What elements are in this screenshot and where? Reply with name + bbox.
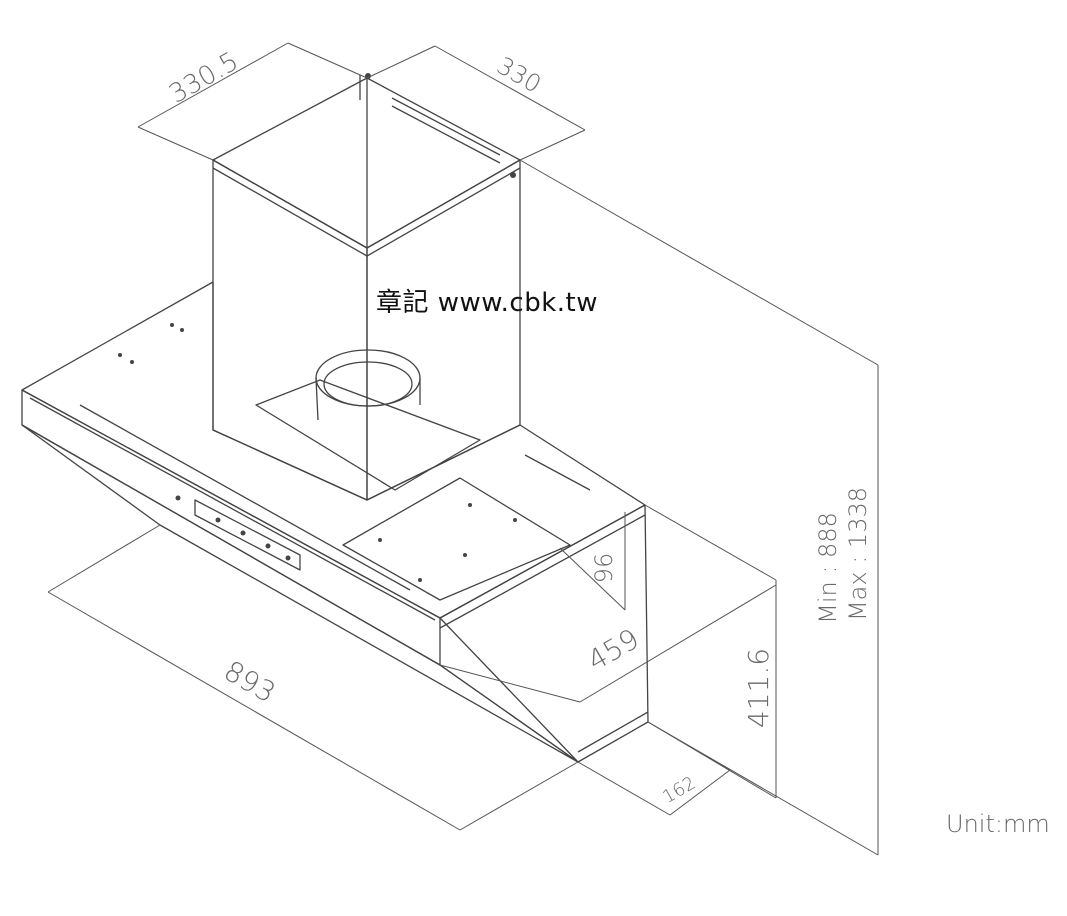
screw [468,503,472,507]
unit-label: Unit:mm [946,810,1050,838]
bottom-trim [577,711,649,753]
dim-ext [459,761,579,831]
dim-ext [559,547,626,611]
filter-panel [342,477,571,601]
screw [418,578,422,582]
dim-label-front-height: 96 [590,553,618,584]
control-button [215,517,221,523]
dim-162-line [669,769,731,816]
front-trim [29,397,436,621]
chimney-right-face [366,159,521,501]
duct-base-plate [255,379,481,491]
screw [170,323,174,327]
dim-label-chimney-width: 330.5 [164,46,243,109]
dim-ext [577,761,671,816]
dim-ext [287,42,368,79]
chimney-top-rim [212,167,368,257]
control-button [265,543,271,549]
dim-ext [47,524,161,593]
dim-ext [647,721,731,771]
dim-label-height-max: Max : 1338 [844,487,872,621]
screw [118,353,122,357]
duct-collar-inner [323,361,413,407]
canopy-underside [21,424,579,763]
control-button [175,495,181,501]
dim-330-5-line [137,42,289,128]
dim-ext [644,504,777,581]
screw [513,518,517,522]
chimney-left-face [212,159,368,501]
side-block-trim [439,514,646,629]
dim-label-chimney-depth: 330 [492,51,546,98]
dim-893-line [47,591,461,831]
dim-ext [519,159,879,366]
control-button [240,530,246,536]
dim-459-line [579,584,777,703]
dim-label-body-height: 411.6 [742,648,775,728]
dim-330-line [434,45,586,131]
bracket-slot [391,105,501,164]
control-panel [194,499,301,571]
hood-details [118,73,517,582]
hood-outline [21,75,649,763]
control-button [285,555,291,561]
dim-label-height-min: Min : 888 [814,512,842,624]
dim-ext [366,45,436,79]
canopy-top [21,281,646,619]
top-groove [524,454,591,491]
dim-ext [519,129,586,161]
dim-ext [439,664,581,703]
screw [463,553,467,557]
screw [130,360,134,364]
chimney-top-rim-2 [366,167,521,257]
underside-edge [439,664,579,763]
front-groove [79,404,411,591]
dim-label-hood-width: 893 [218,654,281,709]
dimension-lines [47,42,879,856]
watermark-text: 章記 www.cbk.tw [376,288,599,318]
dim-label-bottom-depth: 162 [659,773,699,808]
screw [378,538,382,542]
bolt [510,172,516,178]
duct-side [315,377,319,421]
screw [180,328,184,332]
canopy-front [21,389,441,666]
bracket-slot [391,97,501,156]
dim-ext [137,126,214,161]
